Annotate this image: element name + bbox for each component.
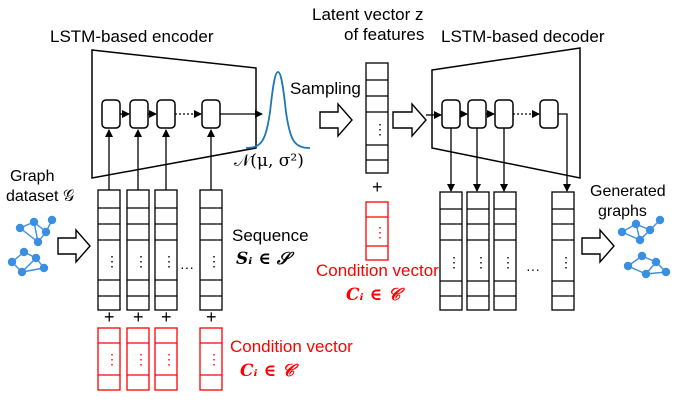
sequence-columns — [97, 189, 223, 311]
distribution-label: 𝒩(μ, σ²) — [234, 151, 304, 171]
output-arrow — [581, 228, 615, 264]
vdots-out-4: ⋮ — [559, 254, 573, 270]
vdots-out-3: ⋮ — [501, 254, 515, 270]
generated-graphs-line2: graphs — [598, 203, 647, 220]
graph-dataset-line1: Graph — [10, 168, 55, 185]
vdots-cond-1: ⋮ — [105, 351, 119, 367]
condition-columns-bottom — [97, 327, 223, 391]
sequence-to-encoder-arrows — [105, 129, 215, 190]
vdots-cond-3: ⋮ — [162, 351, 176, 367]
sampling-arrow — [319, 102, 353, 138]
encoder-title: LSTM-based encoder — [50, 27, 214, 46]
vdots-cond-2: ⋮ — [134, 351, 148, 367]
vdots-out-1: ⋮ — [447, 254, 461, 270]
output-graph-icons — [617, 215, 671, 279]
hdots-out: ··· — [526, 261, 540, 277]
gaussian-curve — [245, 71, 311, 149]
plus-sign-4: + — [206, 307, 217, 327]
condition-vector-mid-line2: Cᵢ ∈ 𝒞 — [346, 285, 401, 305]
condition-vector-mid-line1: Condition vector — [316, 261, 439, 280]
sequence-label-line1: Sequence — [232, 226, 309, 245]
vdots-latent: ⋮ — [373, 121, 387, 137]
latent-vector-column — [365, 62, 389, 174]
condition-vector-bottom-line2: Cᵢ ∈ 𝒞 — [240, 361, 295, 381]
encoder-cells — [101, 99, 263, 129]
vdots-seq-1: ⋮ — [105, 253, 119, 269]
vdots-seq-2: ⋮ — [134, 253, 148, 269]
hdots-seq: ··· — [180, 259, 194, 275]
vdots-cond-4: ⋮ — [207, 351, 221, 367]
sequence-label-line2: Sᵢ ∈ 𝒮 — [236, 249, 290, 269]
vdots-latent-cond: ⋮ — [373, 224, 387, 240]
latent-label-line2: of features — [344, 25, 425, 44]
input-arrow — [57, 228, 91, 264]
sampling-label: Sampling — [290, 79, 361, 98]
vdots-seq-4: ⋮ — [207, 253, 221, 269]
condition-vector-bottom-line1: Condition vector — [230, 337, 353, 356]
plus-sign-latent: + — [372, 177, 383, 197]
plus-sign-1: + — [104, 307, 115, 327]
plus-sign-2: + — [133, 307, 144, 327]
vdots-seq-3: ⋮ — [162, 253, 176, 269]
latent-label-line1: Latent vector z — [312, 5, 424, 24]
graph-dataset-line2: dataset 𝒢 — [6, 188, 75, 205]
latent-condition-column — [365, 201, 389, 261]
plus-sign-3: + — [161, 307, 172, 327]
vdots-out-2: ⋮ — [474, 254, 488, 270]
decoder-title: LSTM-based decoder — [441, 27, 605, 46]
generated-graphs-line1: Generated — [590, 183, 666, 200]
decoder-output-arrows — [447, 113, 571, 192]
latent-to-decoder-arrow — [392, 102, 427, 138]
decoder-cells — [426, 99, 559, 129]
output-sequence-columns — [439, 191, 575, 311]
input-graph-icons — [7, 215, 57, 277]
